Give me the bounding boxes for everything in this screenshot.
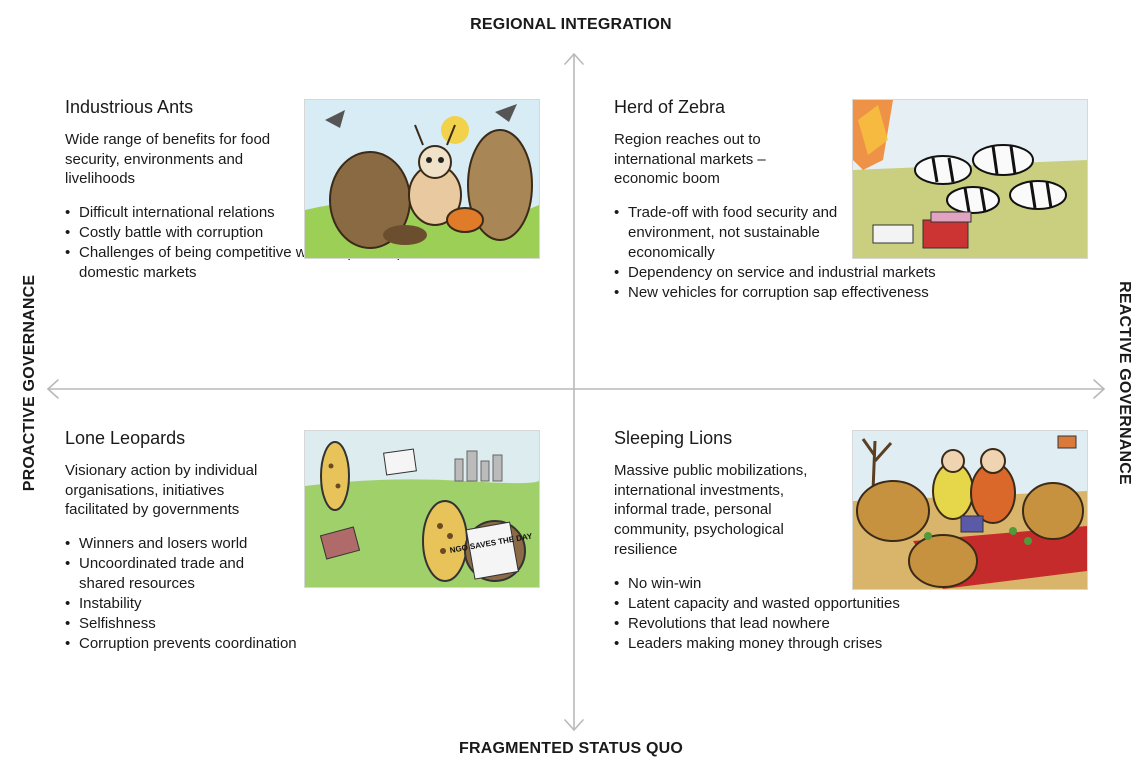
arrow-down-icon xyxy=(564,719,584,731)
quadrant-title: Industrious Ants xyxy=(65,97,194,117)
quadrant-title: Sleeping Lions xyxy=(614,428,733,448)
industrious-ants-cartoon xyxy=(304,99,540,259)
bullet-item: Selfishness xyxy=(65,614,309,634)
bullet-item: Trade-off with food security and environ… xyxy=(614,203,846,263)
sleeping-lions-cartoon xyxy=(852,430,1088,590)
quadrant-bullets: Trade-off with food security and environ… xyxy=(614,203,1084,303)
axis-label-bottom: FRAGMENTED STATUS QUO xyxy=(458,740,684,757)
bullet-item: No win-win xyxy=(614,574,1088,594)
quadrant-bullets: No win-win Latent capacity and wasted op… xyxy=(614,574,1084,654)
bullet-item: Uncoordinated trade and shared resources xyxy=(65,554,289,594)
arrow-right-icon xyxy=(1093,379,1105,399)
quadrant-description: Massive public mobilizations, internatio… xyxy=(614,461,808,559)
bullet-item: Dependency on service and industrial mar… xyxy=(614,263,1088,283)
bullet-item: Latent capacity and wasted opportunities xyxy=(614,594,1088,614)
bullet-item: Instability xyxy=(65,594,309,614)
herd-of-zebra-cartoon xyxy=(852,99,1088,259)
quadrant-title: Herd of Zebra xyxy=(614,97,726,117)
quadrant-sleeping-lions: Sleeping Lions Massive public mobilizati… xyxy=(614,428,1084,654)
quadrant-bullets: Winners and losers world Uncoordinated t… xyxy=(65,534,545,654)
quadrant-description: Visionary action by individual organisat… xyxy=(65,461,258,519)
quadrant-description: Wide range of benefits for food security… xyxy=(65,130,271,188)
quadrant-description: Region reaches out to international mark… xyxy=(614,130,766,188)
bullet-item: Revolutions that lead nowhere xyxy=(614,614,1088,634)
axis-label-top: REGIONAL INTEGRATION xyxy=(470,16,672,33)
bullet-item: Leaders making money through crises xyxy=(614,634,1088,654)
quadrant-title: Lone Leopards xyxy=(65,428,186,448)
bullet-item: New vehicles for corruption sap effectiv… xyxy=(614,283,1088,303)
bullet-item: Winners and losers world xyxy=(65,534,309,554)
bullet-item: Difficult international relations xyxy=(65,203,279,223)
lone-leopards-cartoon: NGO SAVES THE DAY xyxy=(304,430,540,588)
arrow-up-icon xyxy=(564,53,584,65)
bullet-item: Costly battle with corruption xyxy=(65,223,279,243)
quadrant-herd-of-zebra: Herd of Zebra Region reaches out to inte… xyxy=(614,97,1084,303)
bullet-item: Corruption prevents coordination xyxy=(65,634,379,654)
quadrant-lone-leopards: Lone Leopards Visionary action by indivi… xyxy=(65,428,545,654)
arrow-left-icon xyxy=(47,379,59,399)
